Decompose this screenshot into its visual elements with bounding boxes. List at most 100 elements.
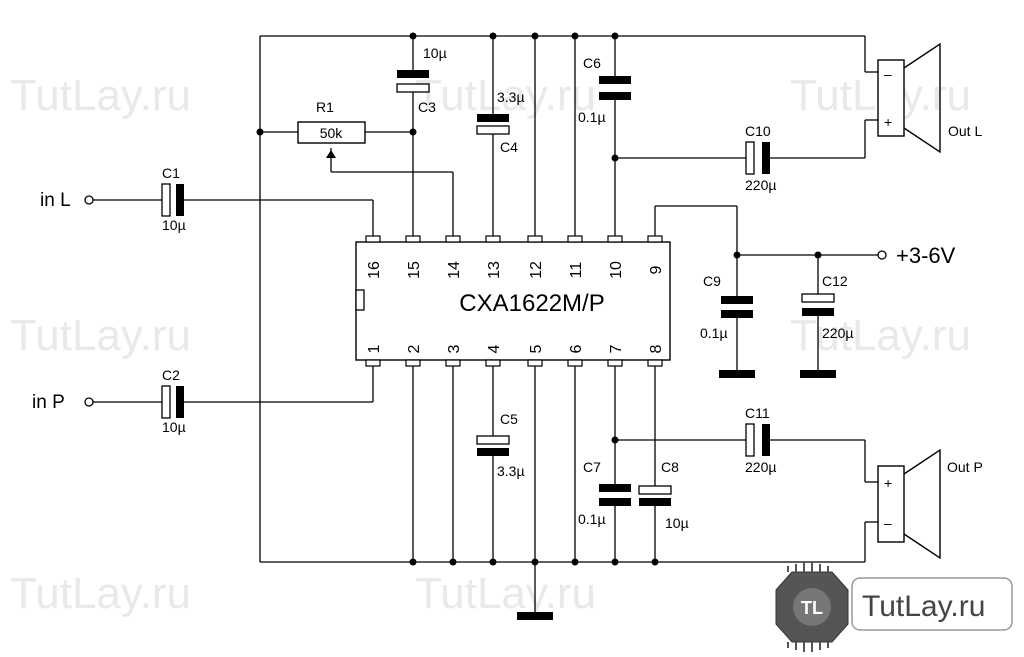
junction-dot (571, 32, 579, 40)
junction-dot (409, 128, 417, 136)
ic-pin (607, 359, 623, 367)
ic-pin (527, 235, 543, 243)
capacitor-c9: C9 0.1µ (700, 273, 753, 341)
ic-notch (355, 289, 365, 311)
input-right-label: in P (32, 392, 65, 413)
c6-value: 0.1µ (578, 109, 606, 125)
logo-text: TutLay.ru (862, 590, 985, 623)
ground-icon (517, 612, 553, 620)
junction-dot (489, 558, 497, 566)
speaker-icon (877, 59, 905, 137)
c6-ref: C6 (583, 55, 601, 71)
ground-icon (719, 370, 755, 378)
c7-ref: C7 (583, 459, 601, 475)
junction-dot (489, 32, 497, 40)
wires (93, 35, 880, 612)
output-right-label: Out P (947, 459, 983, 475)
capacitor-c4: 3.3µ C4 (476, 89, 525, 155)
ic-pin (365, 235, 381, 243)
output-left-label: Out L (948, 123, 982, 139)
capacitor-c1: C1 10µ (161, 165, 186, 233)
input-left-label: in L (40, 190, 71, 211)
terminals (84, 195, 887, 407)
c5-value: 3.3µ (497, 463, 525, 479)
ic-pin-number: 10 (608, 261, 625, 279)
capacitor-c10: C10 220µ (745, 123, 776, 193)
speaker-left-minus: – (884, 66, 892, 82)
speaker-left: – + Out L (877, 42, 982, 154)
watermark-text: TutLay.ru (10, 311, 191, 360)
junction-dot (409, 32, 417, 40)
ic-pin (647, 235, 663, 243)
junctions (256, 32, 822, 566)
speaker-right-plus: + (884, 475, 892, 491)
ic-pin (485, 359, 501, 367)
ic-pin-number: 13 (486, 261, 503, 279)
junction-dot (531, 558, 539, 566)
c9-value: 0.1µ (700, 325, 728, 341)
ic-pin (647, 359, 663, 367)
input-terminal-left (84, 195, 94, 205)
speaker-icon (877, 465, 905, 543)
ground-icon (800, 370, 836, 378)
capacitor-c5: C5 3.3µ (476, 411, 525, 479)
c1-ref: C1 (162, 165, 180, 181)
speaker-left-plus: + (884, 114, 892, 130)
capacitor-c3: 10µ C3 (396, 45, 447, 115)
junction-dot (814, 251, 822, 259)
logo-frame (851, 577, 1013, 631)
ground-symbols (517, 370, 836, 620)
junction-dot (651, 558, 659, 566)
capacitor-c6: C6 0.1µ (578, 55, 631, 125)
capacitor-c8: C8 10µ (638, 459, 689, 531)
supply-terminal (877, 250, 887, 260)
logo-mark: TL (801, 598, 823, 618)
junction-dot (256, 128, 264, 136)
junction-dot (531, 32, 539, 40)
c12-ref: C12 (822, 273, 848, 289)
speaker-right-minus: – (884, 515, 892, 531)
c2-ref: C2 (162, 367, 180, 383)
junction-dot (611, 436, 619, 444)
c8-ref: C8 (661, 459, 679, 475)
input-terminal-right (84, 397, 94, 407)
watermark-text: TutLay.ru (790, 311, 971, 360)
ic-pin (485, 235, 501, 243)
capacitor-c2: C2 10µ (161, 367, 186, 435)
c7-value: 0.1µ (578, 511, 606, 527)
ic-pin-number: 1 (366, 344, 383, 353)
r1-value: 50k (320, 125, 344, 141)
ic-pin-number: 2 (406, 344, 423, 353)
ic-pin-number: 3 (446, 344, 463, 353)
resistor-r1: R1 50k (297, 99, 366, 158)
junction-dot (409, 558, 417, 566)
r1-ref: R1 (316, 99, 334, 115)
ic-pin (445, 235, 461, 243)
c10-ref: C10 (745, 123, 771, 139)
c4-ref: C4 (500, 139, 518, 155)
c10-value: 220µ (745, 177, 776, 193)
ic-pin-number: 11 (568, 262, 585, 279)
ic-pin-number: 5 (528, 344, 545, 353)
capacitor-c12: C12 220µ (801, 273, 853, 341)
ic-pin (567, 235, 583, 243)
ic-pin-number: 6 (568, 344, 585, 353)
ic-pin (607, 235, 623, 243)
capacitor-c7: C7 0.1µ (578, 459, 631, 527)
c3-ref: C3 (418, 99, 436, 115)
ic-pin-number: 7 (608, 344, 625, 353)
capacitor-c11: C11 220µ (745, 405, 776, 475)
watermark-text: TutLay.ru (415, 71, 596, 120)
c9-ref: C9 (703, 273, 721, 289)
ic-pin-number: 14 (446, 261, 463, 279)
ic-name: CXA1622M/P (459, 290, 604, 317)
c1-value: 10µ (162, 217, 186, 233)
ic-pin (567, 359, 583, 367)
ic-pin-number: 9 (648, 265, 665, 274)
c3-value: 10µ (423, 45, 447, 61)
